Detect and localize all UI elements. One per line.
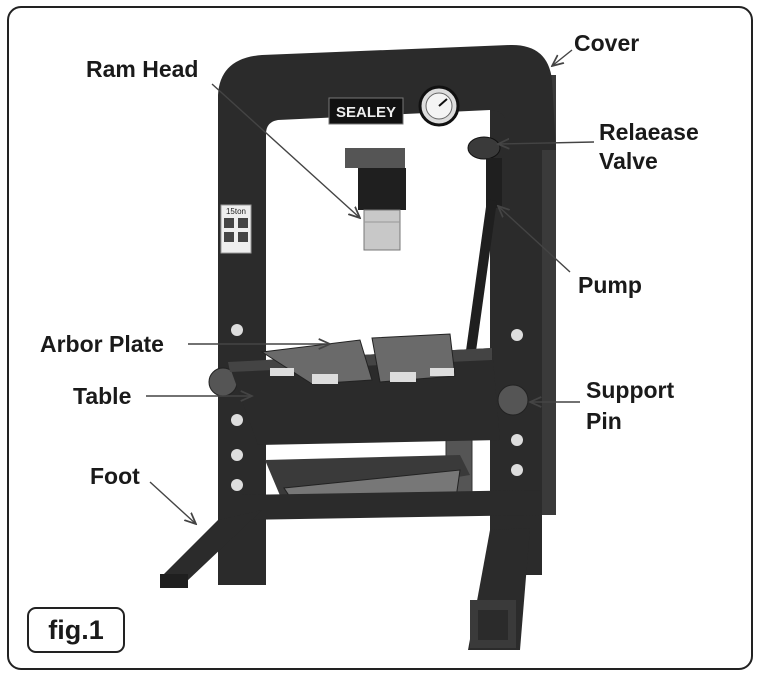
- press-feet: [160, 510, 530, 650]
- label-cover: Cover: [574, 30, 640, 56]
- label-pump: Pump: [578, 272, 642, 298]
- label-support-pin-line2: Pin: [586, 408, 622, 434]
- ram-head-arrow: [211, 83, 360, 218]
- release-valve-arrow: [498, 142, 595, 144]
- brand-logo: SEALEY: [328, 97, 404, 125]
- label-ram-head: Ram Head: [86, 56, 199, 82]
- label-release-valve-line1: Relaease: [599, 119, 699, 145]
- arbor-plates: [260, 333, 456, 385]
- release-valve-knob: [467, 136, 501, 160]
- support-pin-right: [497, 384, 529, 416]
- pump-arrow: [498, 206, 571, 273]
- label-release-valve-line2: Valve: [599, 148, 658, 174]
- lower-tray: [240, 455, 540, 520]
- pressure-gauge-icon: [418, 85, 460, 127]
- label-support-pin-line1: Support: [586, 377, 675, 403]
- leader-lines: [146, 49, 595, 524]
- label-foot: Foot: [90, 463, 140, 489]
- foot-arrow: [149, 481, 196, 524]
- cover-arrow: [552, 49, 573, 66]
- label-table: Table: [73, 383, 132, 409]
- decal-text: 15ton: [226, 207, 246, 216]
- label-arbor-plate: Arbor Plate: [40, 331, 164, 357]
- logo-text: SEALEY: [336, 104, 396, 121]
- ram-assembly: [345, 148, 406, 251]
- figure-label: fig.1: [27, 607, 125, 653]
- safety-decal: 15ton: [220, 204, 252, 254]
- figure-frame: [7, 6, 753, 670]
